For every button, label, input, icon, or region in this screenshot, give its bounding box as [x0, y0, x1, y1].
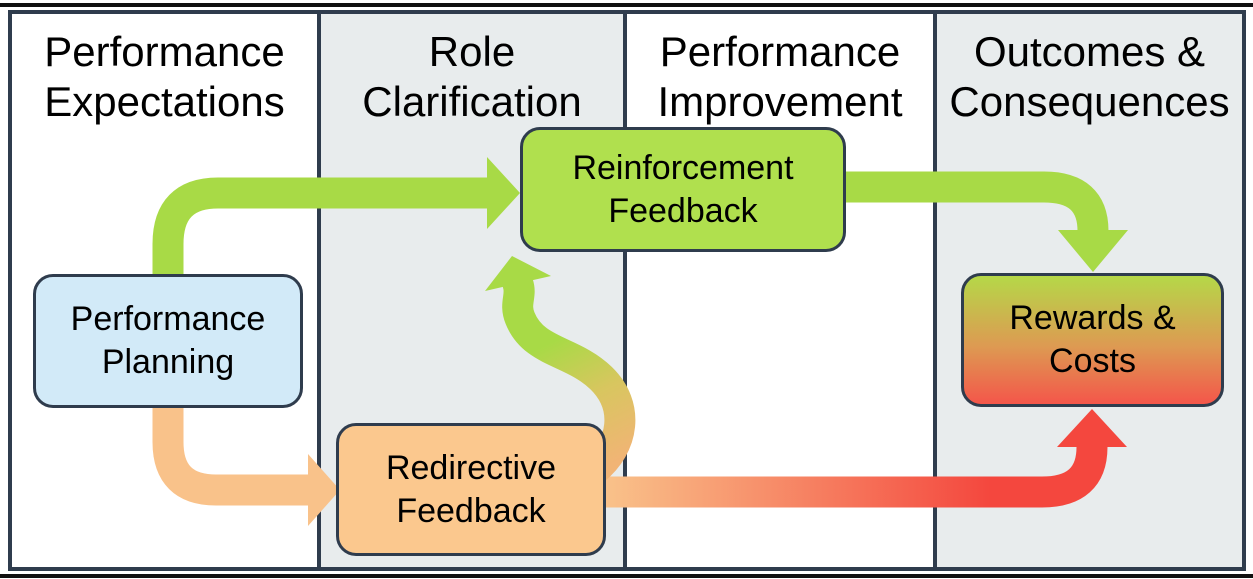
box-label-line: Rewards &: [1009, 299, 1176, 337]
box-label-line: Costs: [1049, 342, 1136, 380]
box-label-line: Performance: [70, 300, 266, 338]
column-header-line: Consequences: [949, 78, 1230, 125]
box-label-line: Planning: [101, 343, 235, 381]
column-header-line: Role: [428, 28, 516, 75]
box-label-line: Feedback: [396, 491, 546, 530]
arrow-reinforcement-feedback-to-rewards-costs: [846, 171, 1128, 272]
redirective-feedback-box: Redirective Feedback: [336, 423, 606, 556]
column-header-line: Improvement: [657, 78, 903, 125]
arrow-planning-to-reinforcement-feedback: [152, 157, 520, 282]
reinforcement-feedback-box: Reinforcement Feedback: [520, 127, 846, 252]
box-label-line: Feedback: [608, 191, 758, 230]
performance-planning-box: Performance Planning: [33, 274, 303, 408]
column-header-line: Clarification: [362, 78, 582, 125]
column-header-line: Performance: [659, 28, 901, 75]
box-label-line: Redirective: [385, 448, 557, 487]
top-frame-rule: [0, 3, 1253, 7]
column-header-line: Expectations: [44, 78, 285, 125]
box-label-line: Reinforcement: [572, 148, 794, 187]
column-header: Performance Improvement: [627, 14, 933, 127]
arrow-planning-to-redirective-feedback: [152, 400, 340, 526]
column-header-line: Outcomes &: [973, 28, 1206, 75]
column-header: Performance Expectations: [12, 14, 317, 127]
rewards-costs-box: Rewards & Costs: [961, 273, 1224, 407]
arrow-redirective-feedback-to-rewards-costs: [606, 409, 1127, 508]
column-header: Role Clarification: [321, 14, 623, 127]
column-header-line: Performance: [44, 28, 285, 75]
arrow-redirective-feedback-to-reinforcement-feedback: [485, 256, 636, 486]
bottom-frame-rule: [0, 574, 1253, 578]
column-header: Outcomes & Consequences: [937, 14, 1242, 127]
